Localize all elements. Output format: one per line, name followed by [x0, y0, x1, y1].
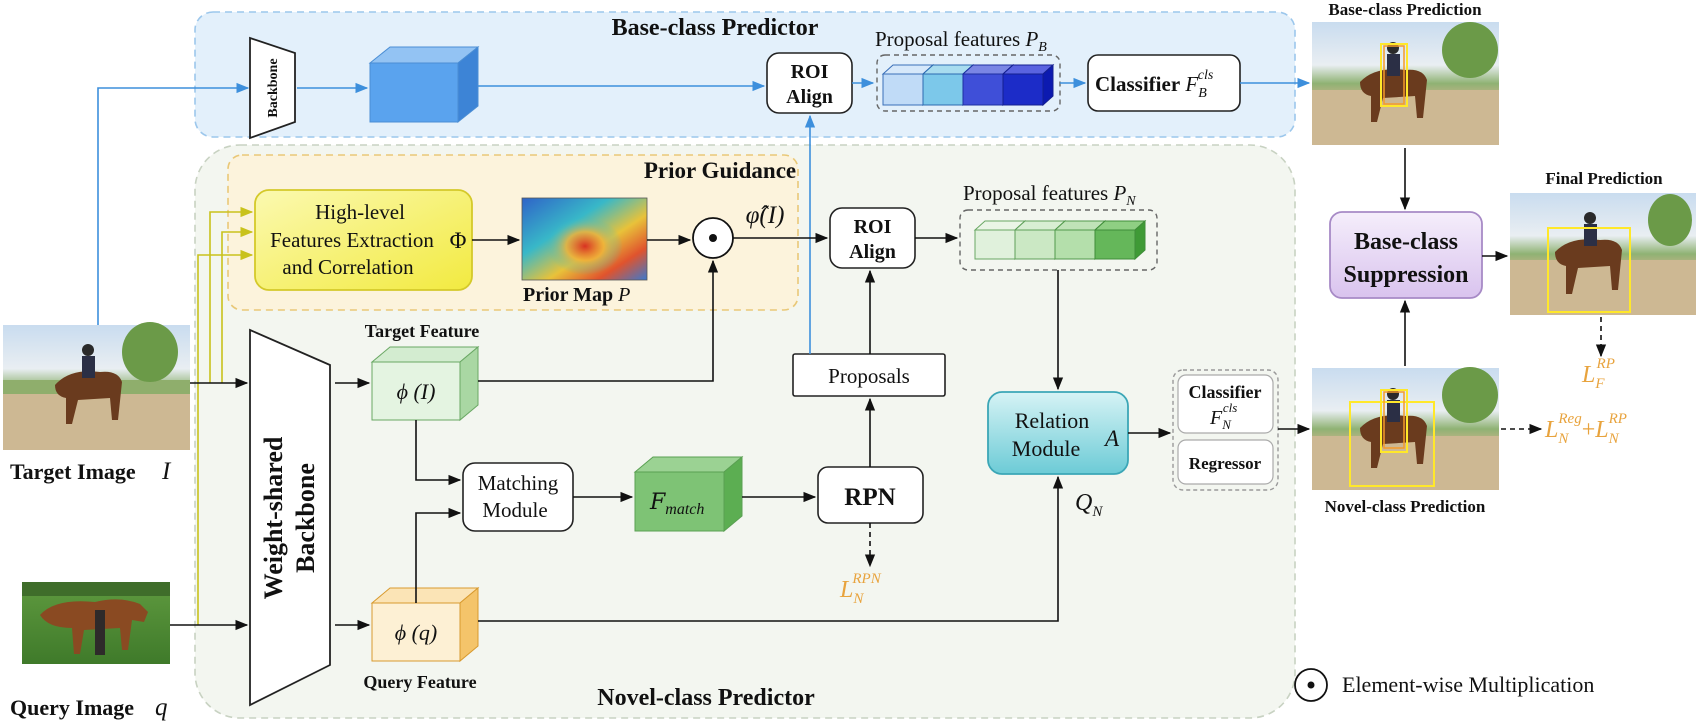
- novel-classifier-box: [1177, 374, 1274, 434]
- base-class-suppression-box: [1329, 211, 1483, 299]
- weight-shared-backbone-block: [249, 328, 331, 707]
- base-class-predictor-title: Base-class Predictor: [612, 15, 819, 41]
- query-image-label: Query Image: [10, 695, 134, 720]
- query-feature-cube: [370, 586, 480, 663]
- rpn-label: RPN: [844, 484, 895, 511]
- rpn-loss-label: LNRPN: [839, 571, 882, 607]
- novel-loss-label: LNReg+LNRP: [1544, 411, 1627, 447]
- relation-module-symbol: A: [1103, 426, 1120, 451]
- relation-module-label-2: Module: [1012, 436, 1080, 461]
- novel-proposal-features-group: [959, 209, 1158, 271]
- yellow-arrows: [197, 206, 254, 625]
- base-roi-align-label-2: Align: [786, 86, 833, 108]
- final-prediction-photo: [1510, 193, 1696, 315]
- proposals-label: Proposals: [828, 364, 910, 388]
- target-feature-symbol: ϕ (I): [397, 379, 436, 404]
- weight-shared-backbone-label-1: Weight-shared: [259, 436, 288, 599]
- target-feature-cube: [370, 345, 480, 422]
- weight-shared-backbone-label-2: Backbone: [291, 463, 320, 573]
- target-image-symbol: I: [161, 458, 172, 485]
- novel-prediction-photo: [1312, 367, 1499, 490]
- matching-module-label-1: Matching: [478, 471, 559, 495]
- proposals-box: [792, 353, 946, 397]
- feature-extraction-label-2: Features Extraction: [270, 228, 434, 252]
- base-roi-align-label-1: ROI: [791, 61, 829, 83]
- legend-elementwise-label: Element-wise Multiplication: [1342, 672, 1594, 697]
- phi-symbol: Φ: [450, 228, 467, 253]
- feature-extraction-label-1: High-level: [315, 200, 405, 224]
- novel-roi-align-label-1: ROI: [854, 216, 892, 238]
- relation-module-label-1: Relation: [1015, 408, 1090, 433]
- query-image-photo: [22, 582, 170, 664]
- prior-guidance-title: Prior Guidance: [644, 158, 796, 183]
- query-feature-symbol: ϕ (q): [395, 620, 438, 645]
- base-prediction-photo: [1312, 22, 1499, 145]
- novel-head-group: [1172, 369, 1279, 491]
- matching-module-label-2: Module: [482, 498, 547, 522]
- match-feature-symbol: Fmatch: [649, 490, 704, 518]
- target-feature-label: Target Feature: [365, 321, 479, 341]
- target-image-photo: [3, 322, 190, 450]
- legend-multiply-icon: [1294, 668, 1328, 702]
- black-arrows: [170, 148, 1607, 631]
- base-proposal-features-label: Proposal features PB: [875, 27, 1047, 55]
- final-prediction-label: Final Prediction: [1545, 169, 1663, 188]
- prior-map-label: Prior Map P: [523, 284, 630, 306]
- blue-arrows: [97, 77, 1311, 354]
- match-feature-cube: [633, 455, 744, 533]
- novel-classifier-symbol: FNcls: [1209, 400, 1237, 432]
- regressor-box: [1177, 439, 1274, 485]
- target-image-label: Target Image: [10, 459, 136, 484]
- prior-heatmap-icon: [521, 197, 648, 281]
- query-image-symbol: q: [155, 694, 168, 721]
- base-prediction-label: Base-class Prediction: [1328, 0, 1482, 19]
- regressor-label: Regressor: [1189, 454, 1262, 473]
- feature-extraction-label-3: and Correlation: [282, 255, 414, 279]
- query-feature-label: Query Feature: [363, 672, 476, 692]
- qn-label: QN: [1075, 490, 1103, 520]
- backbone-block: [249, 36, 296, 140]
- final-loss-label: LFRP: [1581, 356, 1615, 392]
- novel-proposal-features-label: Proposal features PN: [963, 181, 1136, 209]
- novel-proposal-feature-cubes: [973, 219, 1147, 261]
- base-classifier-label: Classifier FBcls: [1095, 68, 1214, 101]
- novel-roi-align-label-2: Align: [849, 241, 896, 263]
- base-feature-cube: [368, 45, 480, 124]
- novel-prediction-label: Novel-class Prediction: [1325, 497, 1486, 516]
- elementwise-multiply-icon: [692, 217, 734, 259]
- novel-class-predictor-title: Novel-class Predictor: [597, 685, 815, 711]
- phi-hat-label: φ̂(I): [746, 202, 785, 229]
- backbone-label: Backbone: [266, 58, 281, 117]
- base-proposal-feature-cubes: [881, 63, 1055, 107]
- base-class-suppression-label-2: Suppression: [1344, 262, 1469, 288]
- novel-classifier-label: Classifier: [1189, 382, 1262, 402]
- base-class-suppression-label-1: Base-class: [1354, 229, 1458, 255]
